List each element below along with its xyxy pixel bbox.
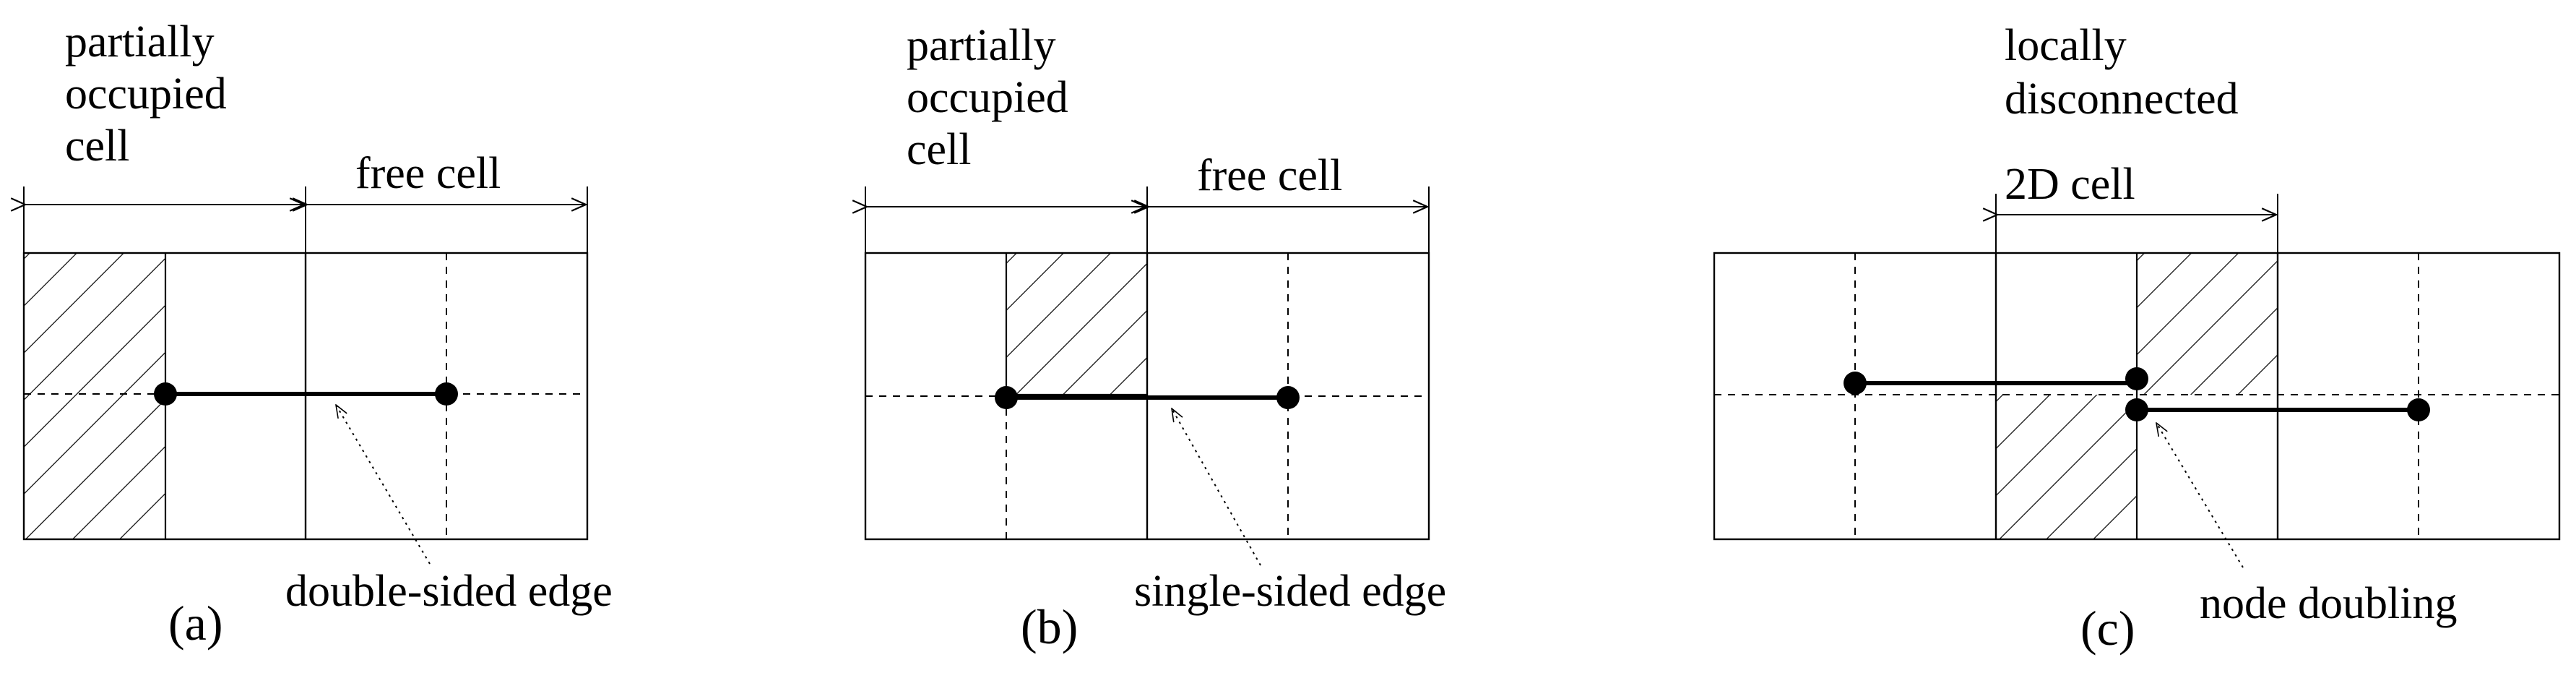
panel-b: partially occupied cell free cell single… xyxy=(865,21,1446,654)
panel-a: partially occupied cell free cell double… xyxy=(24,17,613,651)
panel-a-annotation-label: double-sided edge xyxy=(285,567,613,616)
panel-c-node-doubled-lower xyxy=(2125,398,2148,421)
panel-c: locally disconnected 2D cell node doubli… xyxy=(1713,21,2561,656)
panel-c-node-right xyxy=(2407,398,2430,421)
panel-c-label-line-3: 2D cell xyxy=(2005,160,2135,209)
panel-c-node-doubled-upper xyxy=(2125,367,2148,390)
panel-c-grid-outline xyxy=(1713,252,2561,541)
panel-b-free-cell-label: free cell xyxy=(1197,151,1342,200)
panel-a-free-cell-label: free cell xyxy=(355,149,501,198)
panel-b-node-left xyxy=(995,386,1018,409)
panel-a-node-left xyxy=(154,382,177,406)
panel-b-annotation-label: single-sided edge xyxy=(1134,567,1446,616)
panel-c-label-line-1: locally xyxy=(2005,21,2127,70)
panel-b-annotation-arrow xyxy=(1172,408,1261,566)
panel-c-annotation-label: node doubling xyxy=(2200,579,2457,628)
panel-a-node-right xyxy=(435,382,458,406)
panel-b-label-line-3: cell xyxy=(907,125,972,174)
panel-a-label-line-1: partially xyxy=(65,17,215,67)
panel-b-label-line-1: partially xyxy=(907,21,1056,70)
panel-a-occupied-region xyxy=(24,253,165,539)
panel-c-label-line-2: disconnected xyxy=(2005,74,2239,124)
panel-c-caption: (c) xyxy=(2080,601,2135,656)
panel-a-annotation-arrow xyxy=(336,405,431,565)
panel-c-occupied-region-top xyxy=(2137,253,2278,395)
panel-a-label-line-3: cell xyxy=(65,121,130,171)
panel-c-node-left xyxy=(1844,372,1867,395)
panel-a-label-line-2: occupied xyxy=(65,69,227,119)
panel-b-occupied-region xyxy=(1006,253,1147,395)
panel-c-annotation-arrow xyxy=(2156,423,2244,568)
panel-b-node-right xyxy=(1276,386,1300,409)
panel-c-occupied-region-bottom xyxy=(1996,395,2137,539)
panel-a-caption: (a) xyxy=(168,596,222,651)
panel-b-caption: (b) xyxy=(1021,599,1078,654)
panel-b-label-line-2: occupied xyxy=(907,73,1068,122)
